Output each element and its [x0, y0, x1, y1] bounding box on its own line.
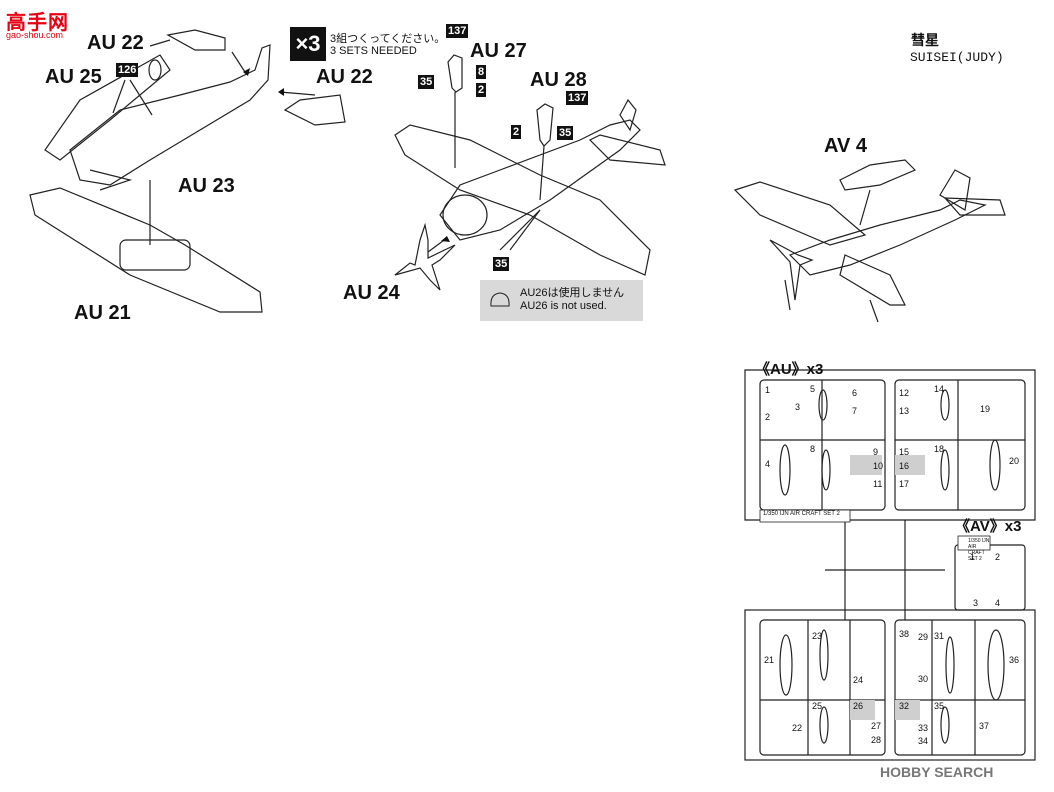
runner-part-number: 32	[899, 701, 910, 711]
runner-part-number: 9	[873, 447, 879, 457]
runner-part-number: 5	[810, 384, 816, 394]
runner-part-number: 11	[873, 479, 883, 489]
label-au23: AU 23	[178, 175, 235, 197]
av-runner-tag: 1/350 IJN AIR CRAFT SET 2	[968, 538, 990, 562]
runner-part-number: 34	[918, 736, 929, 746]
runner-part-number: 4	[765, 459, 771, 469]
runner-part-number: 3	[973, 598, 979, 608]
runner-part-number: 35	[934, 701, 945, 711]
av-runner-title: 《AV》x3	[955, 518, 1022, 535]
site-url: gao-shou.com	[6, 30, 64, 40]
note-jp: AU26は使用しません	[520, 287, 625, 299]
aircraft-name-en: SUISEI(JUDY)	[910, 50, 1004, 65]
paint-code-2: 2	[476, 83, 487, 97]
au-runner-title: 《AU》x3	[755, 361, 824, 378]
runner-part-number: 3	[795, 402, 801, 412]
runner-part-number: 15	[899, 447, 910, 457]
runner-part-number: 18	[934, 444, 945, 454]
runner-part-number: 4	[995, 598, 1001, 608]
au-runner-tag: 1/350 IJN AIR CRAFT SET 2	[763, 511, 840, 517]
runner-part-number: 19	[980, 404, 991, 414]
runner-part-number: 33	[918, 723, 929, 733]
paint-code-137: 137	[446, 24, 469, 38]
paint-code-35: 35	[418, 75, 435, 89]
paint-code-35: 35	[493, 257, 510, 271]
runner-part-number: 13	[899, 406, 910, 416]
sets-multiplier: ×3	[290, 27, 326, 61]
part-shape-icon	[490, 292, 510, 307]
runner-part-number: 1	[765, 385, 771, 395]
runner-part-number: 23	[812, 631, 823, 641]
runner-part-number: 2	[765, 412, 771, 422]
runner-part-number: 28	[871, 735, 882, 745]
runner-part-number: 25	[812, 701, 823, 711]
sets-text-jp: 3組つくってください。	[330, 33, 446, 45]
runner-part-number: 6	[852, 388, 858, 398]
runner-part-number: 7	[852, 406, 858, 416]
runner-part-number: 2	[995, 552, 1001, 562]
paint-code-35: 35	[557, 126, 574, 140]
runner-part-number: 30	[918, 674, 929, 684]
unused-part-note: AU26は使用しません AU26 is not used.	[480, 280, 643, 321]
runner-part-number: 27	[871, 721, 882, 731]
runner-part-number: 10	[873, 461, 884, 471]
watermark: HOBBY SEARCH	[880, 764, 994, 780]
paint-code-2: 2	[511, 125, 522, 139]
label-au25: AU 25	[45, 66, 102, 88]
site-logo[interactable]: 高手网	[6, 10, 69, 34]
label-au24: AU 24	[343, 282, 400, 304]
runner-part-number: 20	[1009, 456, 1020, 466]
label-au21: AU 21	[74, 302, 131, 324]
note-en: AU26 is not used.	[520, 300, 607, 312]
runner-part-number: 17	[899, 479, 910, 489]
label-au28: AU 28	[530, 69, 587, 91]
runner-part-number: 1	[970, 552, 976, 562]
runner-part-number: 26	[853, 701, 864, 711]
paint-code-137: 137	[566, 91, 589, 105]
runner-part-number: 14	[934, 384, 945, 394]
runner-part-number: 31	[934, 631, 945, 641]
runner-part-number: 36	[1009, 655, 1020, 665]
label-au27: AU 27	[470, 40, 527, 62]
runner-part-number: 8	[810, 444, 816, 454]
sets-text-en: 3 SETS NEEDED	[330, 45, 417, 57]
runner-part-number: 16	[899, 461, 910, 471]
label-au22-top: AU 22	[87, 32, 144, 54]
runner-part-number: 24	[853, 675, 864, 685]
aircraft-name-jp: 彗星	[911, 32, 939, 48]
runner-part-number: 29	[918, 632, 929, 642]
paint-code-126: 126	[116, 63, 139, 77]
runner-part-number: 37	[979, 721, 990, 731]
runner-part-number: 22	[792, 723, 803, 733]
runner-part-number: 21	[764, 655, 775, 665]
label-av4: AV 4	[824, 135, 867, 157]
runner-part-number: 38	[899, 629, 910, 639]
label-au22-right: AU 22	[316, 66, 373, 88]
runner-part-number: 12	[899, 388, 910, 398]
paint-code-8: 8	[476, 65, 487, 79]
